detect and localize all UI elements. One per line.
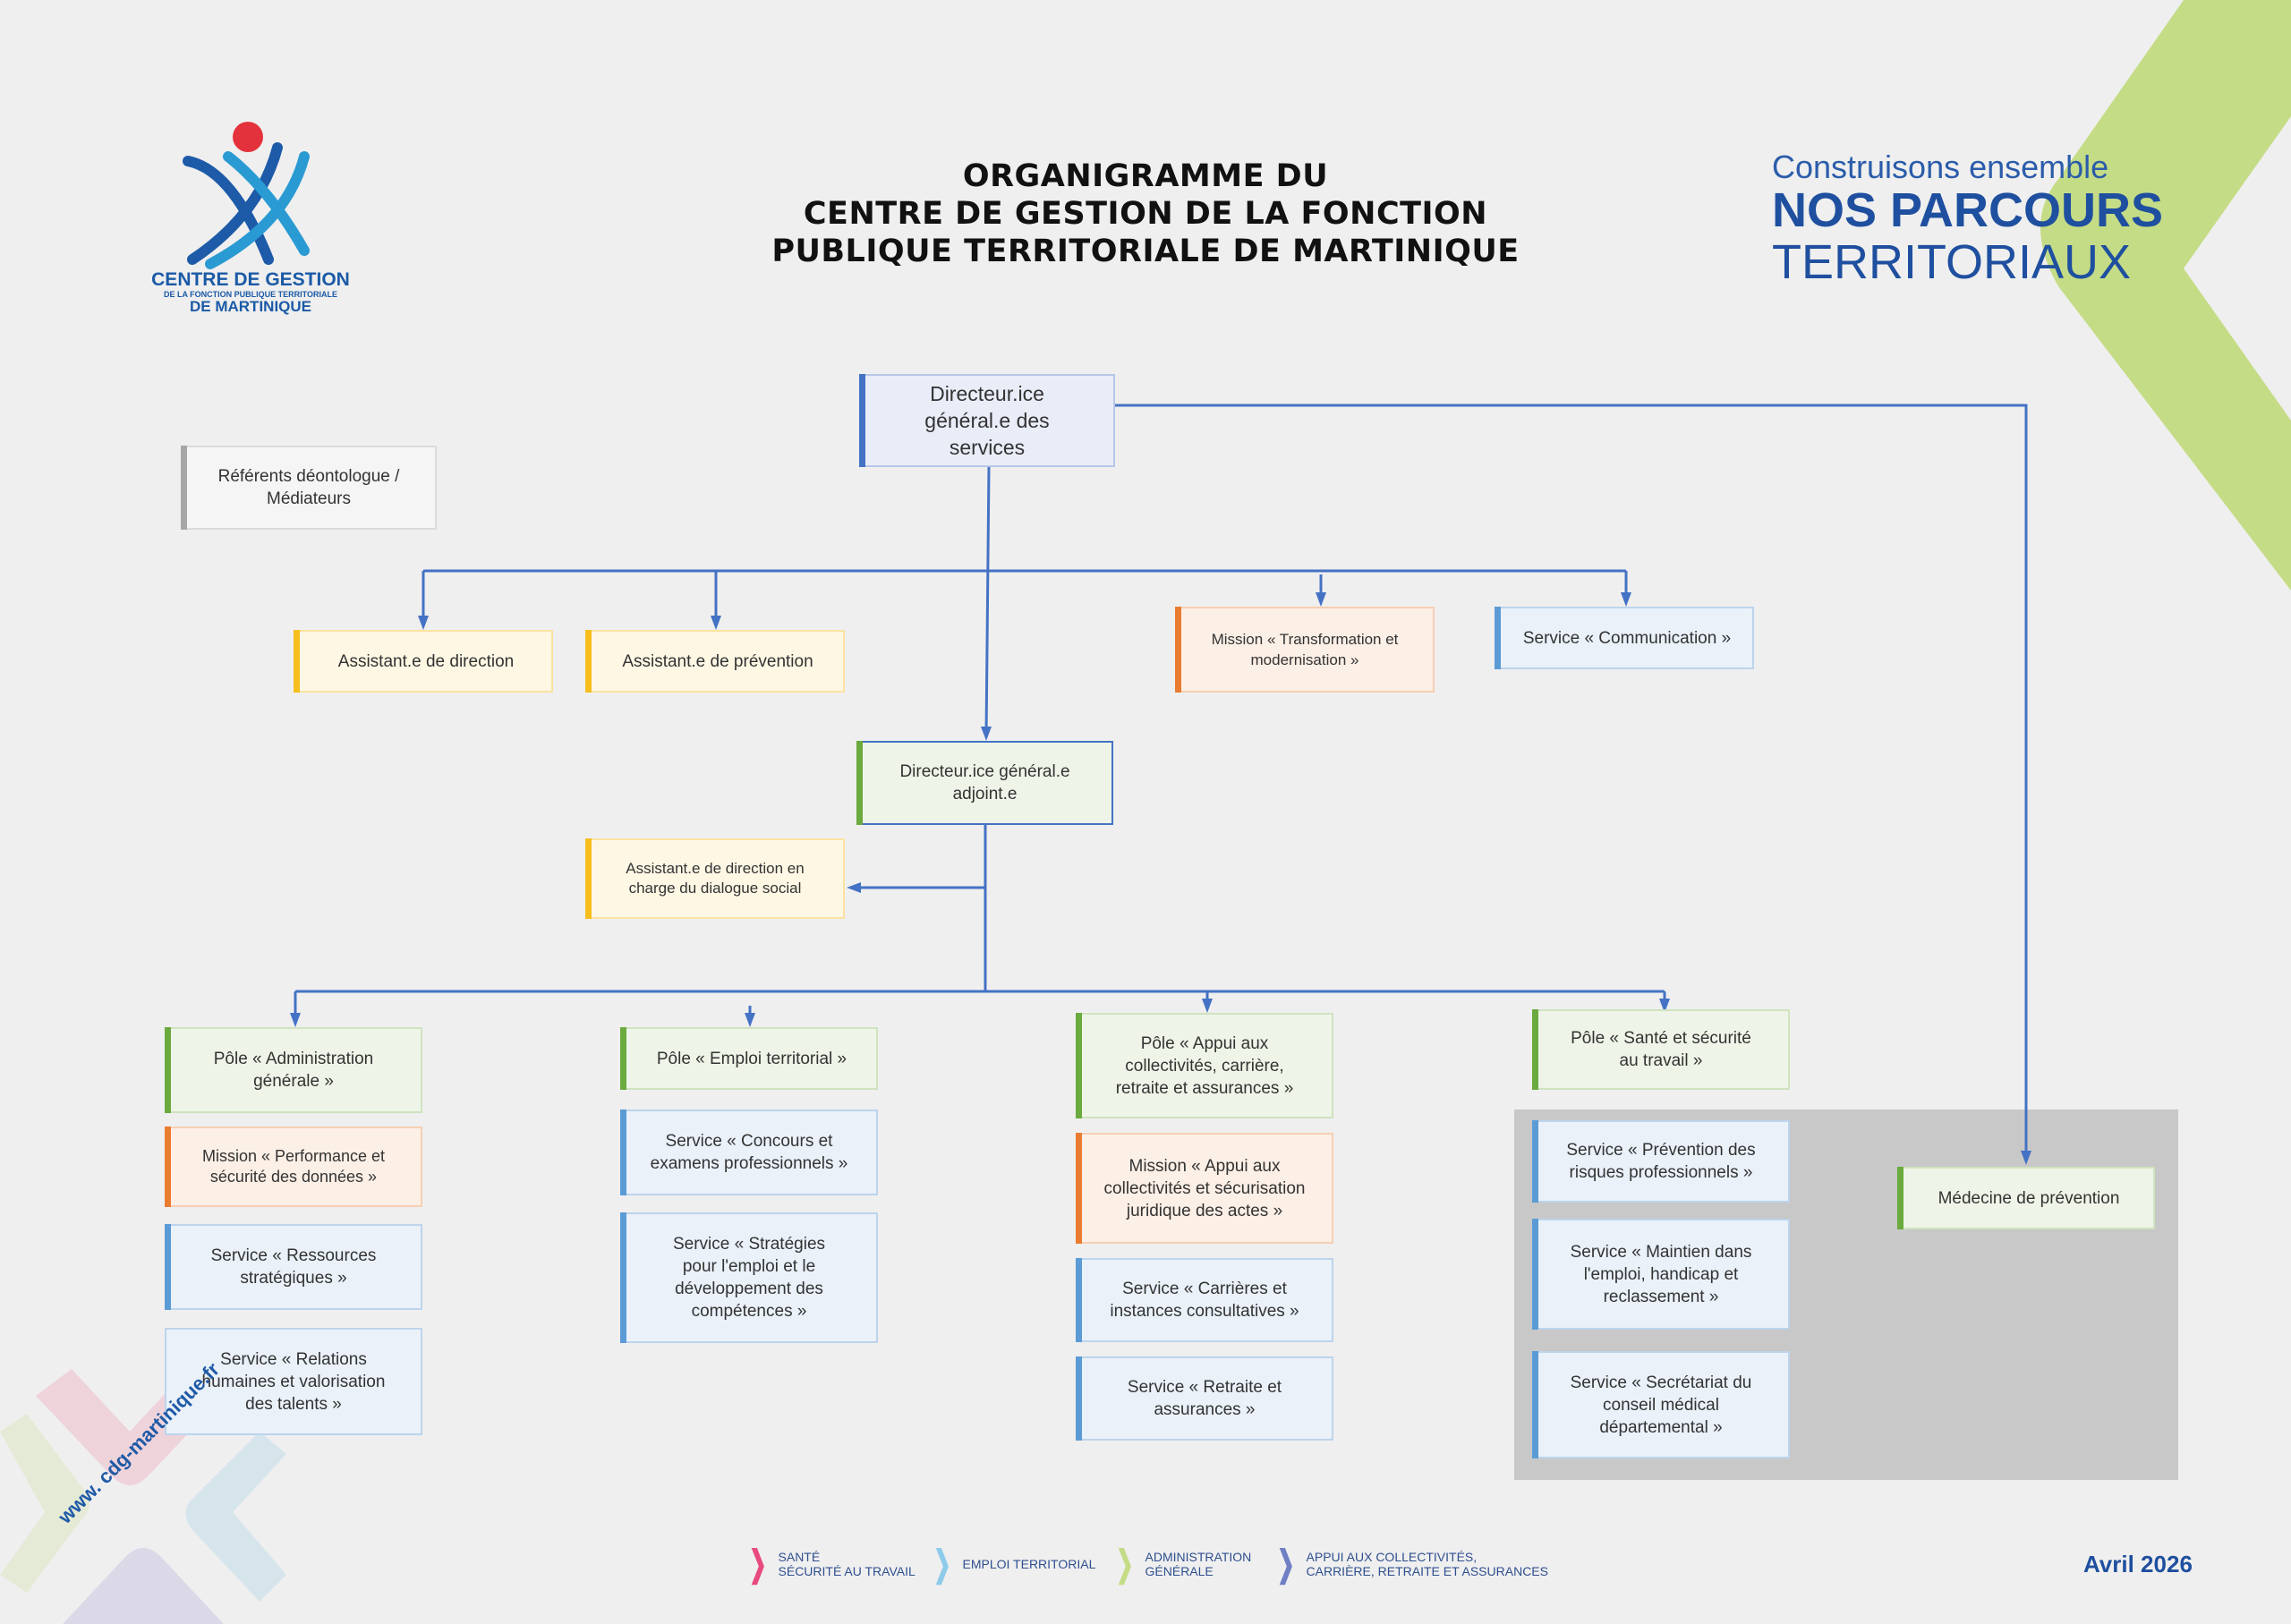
node-label: Service « Stratégies pour l'emploi et le…: [672, 1235, 826, 1321]
service-relations-humaines[interactable]: Service « Relations humaines et valorisa…: [165, 1328, 422, 1435]
mission-performance[interactable]: Mission « Performance et sécurité des do…: [165, 1127, 422, 1207]
logo-line-1: CENTRE DE GESTION: [151, 269, 350, 290]
chevron-right-icon: ❯: [748, 1544, 767, 1584]
pole-label: Pôle « Administration générale »: [213, 1050, 374, 1091]
service-prevention-risques[interactable]: Service « Prévention des risques profess…: [1532, 1120, 1790, 1203]
node-assistant-dialogue[interactable]: Assistant.e de direction en charge du di…: [585, 838, 845, 919]
legend-label: EMPLOI TERRITORIAL: [962, 1557, 1096, 1571]
arrowhead: [1659, 999, 1670, 1013]
node-dgs-label: Directeur.ice général.e des services: [924, 382, 1050, 459]
node-label: Assistant.e de prévention: [622, 651, 813, 671]
pole-emploi[interactable]: Pôle « Emploi territorial »: [620, 1027, 878, 1090]
arrowhead: [1316, 592, 1326, 607]
chevron-right-icon: ❯: [1276, 1544, 1295, 1584]
arrowhead: [290, 1013, 301, 1027]
pole-appui[interactable]: Pôle « Appui aux collectivités, carrière…: [1076, 1013, 1333, 1118]
legend-label: SANTÉ: [778, 1550, 821, 1564]
node-dgsa-label: Directeur.ice général.e adjoint.e: [899, 762, 1070, 803]
service-carrieres[interactable]: Service « Carrières et instances consult…: [1076, 1258, 1333, 1342]
service-secretariat-conseil[interactable]: Service « Secrétariat du conseil médical…: [1532, 1351, 1790, 1458]
node-label: Service « Secrétariat du conseil médical…: [1570, 1373, 1752, 1437]
legend-label: APPUI AUX COLLECTIVITÉS,: [1306, 1550, 1478, 1564]
tagline-line-3: TERRITORIAUX: [1772, 235, 2132, 289]
node-dgs[interactable]: Directeur.ice général.e des services: [859, 374, 1115, 467]
pole-label: Pôle « Appui aux collectivités, carrière…: [1115, 1033, 1294, 1098]
service-concours[interactable]: Service « Concours et examens profession…: [620, 1110, 878, 1195]
arrowhead: [418, 616, 429, 630]
node-label: Mission « Appui aux collectivités et séc…: [1103, 1156, 1306, 1220]
green-chevron-shape: [2040, 0, 2291, 591]
legend-label: SÉCURITÉ AU TRAVAIL: [778, 1564, 916, 1578]
arrowhead: [2021, 1151, 2031, 1165]
node-service-communication[interactable]: Service « Communication »: [1495, 607, 1754, 669]
node-referents[interactable]: Référents déontologue / Médiateurs: [181, 446, 437, 530]
node-label: Service « Prévention des risques profess…: [1566, 1141, 1756, 1182]
line-dgs-dgsa: [984, 466, 991, 736]
legend-item-emploi: ❯ EMPLOI TERRITORIAL: [927, 1544, 1096, 1584]
node-label: Assistant.e de direction: [337, 651, 515, 671]
pole-label: Pôle « Santé et sécurité au travail »: [1571, 1029, 1751, 1070]
service-maintien-emploi[interactable]: Service « Maintien dans l'emploi, handic…: [1532, 1219, 1790, 1330]
pole-administration[interactable]: Pôle « Administration générale »: [165, 1027, 422, 1113]
chevron-right-icon: ❯: [1115, 1544, 1134, 1584]
node-label: Service « Carrières et instances consult…: [1110, 1280, 1299, 1321]
arrowhead: [981, 727, 992, 741]
node-label: Service « Communication »: [1522, 628, 1732, 648]
page-title: ORGANIGRAMME DU CENTRE DE GESTION DE LA …: [0, 157, 2291, 270]
title-line-1: ORGANIGRAMME DU: [962, 158, 1329, 194]
mission-appui-collectivites[interactable]: Mission « Appui aux collectivités et séc…: [1076, 1133, 1333, 1244]
legend-label: GÉNÉRALE: [1145, 1564, 1214, 1578]
node-label: Mission « Performance et sécurité des do…: [201, 1147, 386, 1186]
legend-label: ADMINISTRATION: [1145, 1550, 1252, 1564]
arrowhead: [745, 1013, 755, 1027]
node-label: Service « Relations humaines et valorisa…: [201, 1349, 386, 1414]
service-strategies-emploi[interactable]: Service « Stratégies pour l'emploi et le…: [620, 1212, 878, 1343]
node-mission-transformation[interactable]: Mission « Transformation et modernisatio…: [1175, 607, 1435, 693]
node-label: Médecine de prévention: [1938, 1188, 2120, 1208]
date-label: Avril 2026: [2083, 1551, 2193, 1577]
node-label: Assistant.e de direction en charge du di…: [626, 860, 805, 897]
logo-line-3: DE MARTINIQUE: [190, 298, 311, 315]
node-label: Service « Concours et examens profession…: [650, 1132, 848, 1173]
node-referents-label: Référents déontologue / Médiateurs: [217, 467, 400, 508]
logo-mark-icon: [183, 122, 310, 269]
service-retraite[interactable]: Service « Retraite et assurances »: [1076, 1356, 1333, 1441]
node-medecine-prevention[interactable]: Médecine de prévention: [1897, 1167, 2155, 1229]
node-label: Service « Maintien dans l'emploi, handic…: [1570, 1242, 1752, 1306]
node-assistant-direction[interactable]: Assistant.e de direction: [294, 630, 553, 693]
arrowhead: [1202, 999, 1213, 1013]
arrowhead: [847, 882, 861, 893]
node-label: Service « Ressources stratégiques »: [210, 1246, 377, 1288]
logo-line-2: DE LA FONCTION PUBLIQUE TERRITORIALE: [163, 290, 337, 299]
title-line-3: PUBLIQUE TERRITORIALE DE MARTINIQUE: [771, 234, 1520, 269]
pole-sante[interactable]: Pôle « Santé et sécurité au travail »: [1532, 1009, 1790, 1090]
arrowhead: [1621, 592, 1631, 607]
tagline-line-2: NOS PARCOURS: [1772, 183, 2164, 237]
node-dgsa[interactable]: Directeur.ice général.e adjoint.e: [856, 741, 1113, 825]
tagline-line-1: Construisons ensemble: [1772, 149, 2109, 185]
legend-item-appui: ❯ APPUI AUX COLLECTIVITÉS,CARRIÈRE, RETR…: [1271, 1546, 1548, 1582]
service-ressources[interactable]: Service « Ressources stratégiques »: [165, 1224, 422, 1310]
node-assistant-prevention[interactable]: Assistant.e de prévention: [585, 630, 845, 693]
pole-label: Pôle « Emploi territorial »: [656, 1049, 847, 1068]
arrowhead: [711, 616, 721, 630]
node-label: Mission « Transformation et modernisatio…: [1211, 631, 1399, 668]
line-dgs-medecine: [1115, 404, 2028, 1154]
arrowheads: [290, 592, 2031, 1165]
title-line-2: CENTRE DE GESTION DE LA FONCTION: [803, 196, 1488, 232]
chevron-right-icon: ❯: [933, 1544, 951, 1584]
node-label: Service « Retraite et assurances »: [1127, 1378, 1282, 1419]
legend-label: CARRIÈRE, RETRAITE ET ASSURANCES: [1306, 1564, 1548, 1578]
cdg-logo: CENTRE DE GESTION DE LA FONCTION PUBLIQU…: [134, 116, 367, 322]
